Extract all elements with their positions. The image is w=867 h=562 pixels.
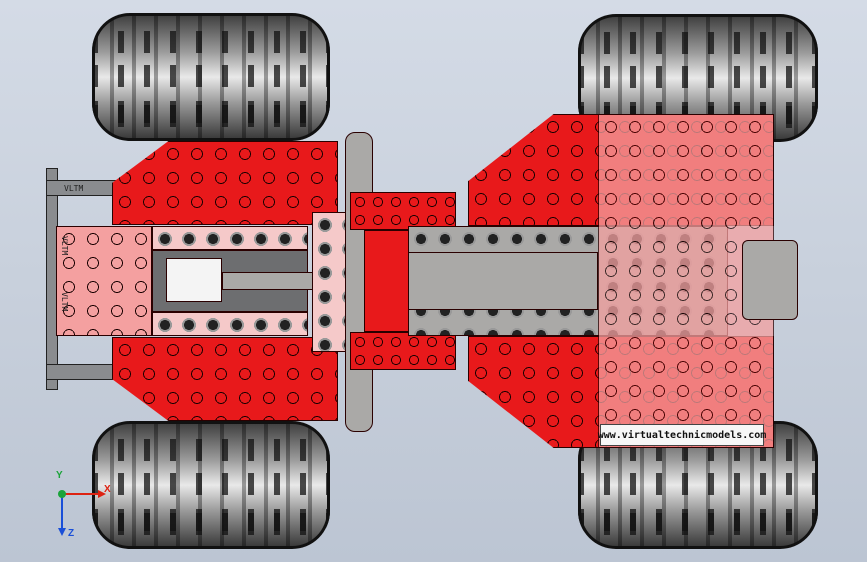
steering-block: [166, 258, 222, 302]
coordinate-triad: X Y Z: [48, 470, 118, 542]
axis-y-label: Y: [56, 470, 63, 481]
center-red-lower: [350, 332, 456, 370]
center-red-block: [364, 230, 412, 332]
axis-arrows-icon: [58, 490, 106, 536]
front-left-wheel[interactable]: [92, 13, 330, 141]
front-beam-top: [152, 226, 308, 250]
steering-shaft: [222, 272, 318, 290]
vltm-tag: VLTM: [60, 292, 69, 312]
front-body-lower: [112, 337, 338, 421]
rear-hitch[interactable]: [742, 240, 798, 320]
axis-z-label: Z: [68, 528, 75, 539]
watermark-label: www.virtualtechnicmodels.com: [598, 424, 766, 446]
front-pink-plate: [56, 226, 152, 336]
center-red-upper: [350, 192, 456, 230]
axle-steering-beam: [312, 212, 346, 352]
vltm-tag: VLTM: [64, 184, 84, 193]
front-beam-bottom: [152, 312, 308, 336]
rear-pink-plate: [598, 114, 774, 448]
chassis-center-plate: [408, 252, 598, 310]
front-bumper-bar-bottom: [46, 364, 120, 380]
front-body-upper: [112, 141, 338, 225]
vltm-tag: VLTM: [60, 236, 69, 256]
axis-x-label: X: [104, 484, 111, 495]
front-right-wheel[interactable]: [92, 421, 330, 549]
